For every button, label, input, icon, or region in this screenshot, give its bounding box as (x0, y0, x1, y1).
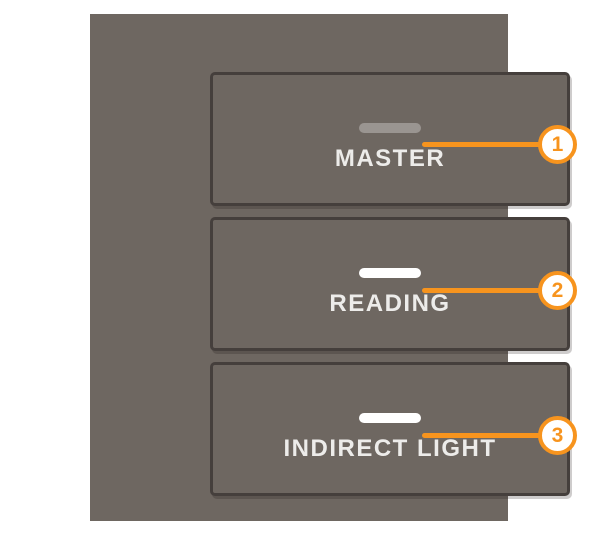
scene-button-reading[interactable]: READING (210, 217, 570, 351)
callout-number: 3 (551, 423, 564, 447)
callout-number-badge-1: 1 (538, 125, 577, 164)
callout-number-badge-3: 3 (538, 416, 577, 455)
scene-button-indirect-light[interactable]: INDIRECT LIGHT (210, 362, 570, 496)
scene-button-label: INDIRECT LIGHT (283, 434, 497, 462)
scene-button-master[interactable]: MASTER (210, 72, 570, 206)
callout-number-badge-2: 2 (538, 271, 577, 310)
led-indicator (359, 412, 421, 423)
scene-control-panel: MASTER READING INDIRECT LIGHT (90, 14, 570, 521)
callout-leader-line-2 (422, 288, 542, 293)
callout-number: 1 (551, 132, 564, 156)
scene-button-label: READING (329, 289, 451, 317)
callout-leader-line-3 (422, 433, 542, 438)
callout-number: 2 (551, 278, 564, 302)
scene-button-label: MASTER (334, 144, 446, 172)
led-indicator (359, 122, 421, 133)
callout-leader-line-1 (422, 142, 542, 147)
led-indicator (359, 267, 421, 278)
